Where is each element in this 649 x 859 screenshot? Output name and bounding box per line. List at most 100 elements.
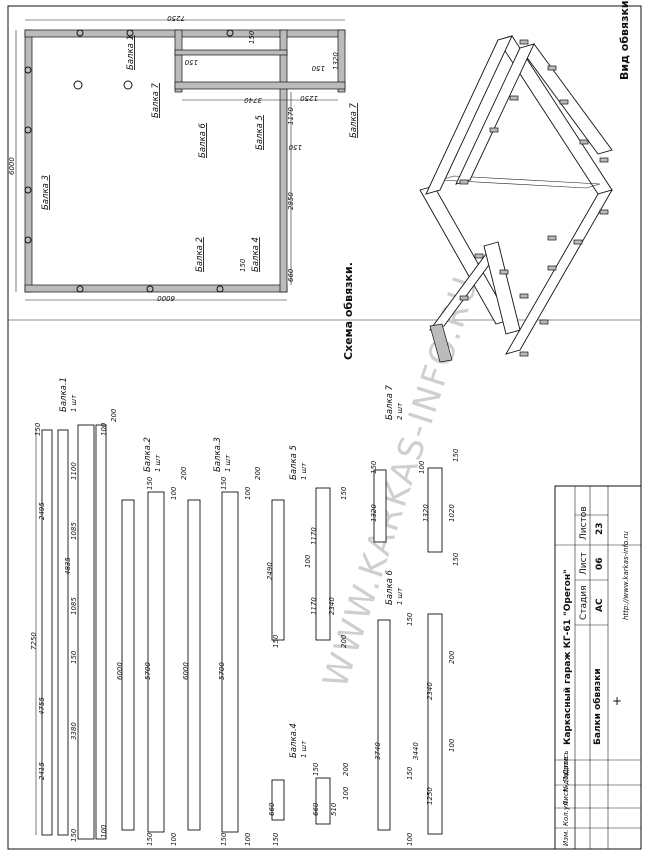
beam-6-dim-3740: 3740 [374, 742, 382, 760]
beam-7-name: Балка 7 [385, 384, 395, 420]
beam-2-dim-5700: 5700 [144, 662, 152, 680]
beam-4-dim-660b: 660 [312, 802, 320, 816]
beam-1-dim-4755: 4755 [38, 697, 46, 715]
plan-beam-7a [337, 29, 346, 93]
beam-1-name: Балка.1 [59, 377, 69, 412]
beam-5-dim-2340: 2340 [328, 597, 336, 615]
plan-dim-660: 660 [287, 268, 295, 282]
beam-5-dim-100: 100 [304, 554, 312, 568]
beam-2-qty: 1 шт [154, 454, 162, 472]
beam-5-dim-1170: 1170 [310, 527, 318, 545]
beam-1-dim-2495: 2495 [38, 502, 46, 520]
plan-dim-1250: 1250 [300, 94, 318, 102]
plan-label-beam-5: Балка 5 [255, 115, 265, 150]
plan-label-beam-4: Балка 4 [251, 237, 261, 272]
beam-3-qty: 1 шт [224, 454, 232, 472]
plan-dim-7250: 7250 [167, 14, 185, 22]
beam-4-dim-150: 150 [312, 762, 320, 776]
beam-2-dim-200: 200 [180, 466, 188, 480]
plan-label-beam-6: Балка 6 [198, 122, 208, 158]
beam-1-dim-1085b: 1085 [70, 597, 78, 615]
beam-2-name: Балка.2 [143, 437, 153, 472]
beam-1-dim-2415: 2415 [38, 762, 46, 780]
beam-3-dim-150: 150 [220, 476, 228, 490]
stamp-col-sheet: Лист [579, 552, 589, 575]
beam-6-dim-200: 200 [448, 650, 456, 664]
beam-2-dim-100b: 100 [170, 832, 178, 846]
plan-dim-1320: 1320 [332, 52, 340, 70]
beam-6-name: Балка 6 [385, 569, 395, 605]
beam-7-detail: Балка 7 2 шт 1320 1320 1020 150 100 150 … [370, 384, 460, 566]
plan-dim-150c: 150 [311, 64, 325, 72]
beam-1-dim-4835: 4835 [64, 557, 72, 575]
beam-5-dim-150: 150 [340, 486, 348, 500]
plan-dim-6000-bottom: 6000 [157, 294, 175, 302]
frame-plan: 7250 6000 6000 150 1320 3740 1250 1170 2… [8, 14, 359, 360]
beam-6-dim-2340: 2340 [426, 682, 434, 700]
beam-1-dim-1100: 1100 [70, 462, 78, 480]
stamp-url: http://www.karkas-info.ru [622, 531, 630, 620]
plan-beam-5 [174, 49, 288, 56]
stamp-sheet: 06 [595, 557, 605, 570]
beam-5-dim-1170b: 1170 [310, 597, 318, 615]
stamp-title: Каркасный гараж КГ-61 "Орегон" [563, 569, 573, 745]
beam-4-dim-660: 660 [268, 802, 276, 816]
stamp-col-stage: Стадия [579, 585, 589, 620]
plan-dim-150b: 150 [184, 58, 198, 66]
beam-5-qty: 1 шт [300, 462, 308, 480]
beam-3-detail: Балка.3 1 шт 6000 5700 150 100 200 150 1… [182, 437, 262, 846]
plan-beam-2 [24, 284, 288, 293]
beam-4-dim-200: 200 [342, 762, 350, 776]
beam-3-dim-100b: 100 [244, 832, 252, 846]
plan-dim-150: 150 [248, 30, 256, 44]
beam-1-dim-150c: 150 [70, 828, 78, 842]
beam-6-dim-100b: 100 [406, 832, 414, 846]
beam-5-detail: Балка 5 1 шт 2490 1170 1170 2340 150 100… [266, 445, 348, 648]
beam-7-dim-1020: 1020 [448, 504, 456, 522]
plan-label-beam-1: Балка 1 [126, 35, 136, 70]
stamp-h-list: Лист [562, 787, 570, 807]
beam-2-dim-100: 100 [170, 486, 178, 500]
beam-5-name: Балка 5 [289, 445, 299, 480]
beam-4-detail: Балка.4 1 шт 660 660 510 150 100 200 150 [268, 723, 350, 846]
beam-7-dim-1320b: 1320 [422, 504, 430, 522]
iso-view: Вид обвязки. [419, 0, 631, 363]
beam-6-dim-100: 100 [448, 738, 456, 752]
beam-4-qty: 1 шт [300, 740, 308, 758]
beam-1-dim-150b: 150 [70, 650, 78, 664]
stamp-h-kol: Кол.уч [562, 802, 570, 826]
beam-4-name: Балка.4 [289, 723, 299, 758]
beam-1-dim-100b: 100 [100, 824, 108, 838]
beam-3-dim-5700: 5700 [218, 662, 226, 680]
beam-6-dim-1250: 1250 [426, 787, 434, 805]
stamp-h-ndok: №док. [562, 769, 570, 793]
beam-7-dim-1320: 1320 [370, 504, 378, 522]
beam-1-dim-100: 100 [100, 422, 108, 436]
beam-5-dim-150b: 150 [272, 634, 280, 648]
beam-7-dim-150: 150 [370, 460, 378, 474]
stamp-doc-title: Балки обвязки [592, 668, 603, 745]
beam-1-dim-200: 200 [110, 408, 118, 422]
plan-title: Схема обвязки. [342, 262, 355, 360]
plan-label-beam-7: Балка 7 [151, 82, 161, 118]
plan-dim-3740: 3740 [244, 96, 262, 104]
stamp-col-sheets: Листов [579, 506, 589, 540]
beam-2-dim-6000: 6000 [116, 662, 124, 680]
plan-beam-4 [279, 29, 288, 293]
beam-2-detail: Балка.2 1 шт 6000 5700 150 100 200 150 1… [116, 437, 188, 846]
beam-4-dim-100: 100 [342, 786, 350, 800]
beam-6-dim-150b: 150 [406, 766, 414, 780]
plan-dim-150d: 150 [288, 143, 302, 151]
beam-3-dim-6000: 6000 [182, 662, 190, 680]
beam-1-dim-1085: 1085 [70, 522, 78, 540]
plan-beam-6 [174, 81, 346, 90]
beam-7-dim-100: 100 [418, 460, 426, 474]
beam-1-dim-150: 150 [34, 422, 42, 436]
beam-4-dim-510: 510 [330, 802, 338, 816]
stamp-h-izm: Изм. [562, 830, 570, 846]
stamp-stage: АС [595, 598, 605, 612]
stamp-h-podp: Подпись [562, 751, 570, 783]
beam-5-dim-200: 200 [340, 634, 348, 648]
beam-3-dim-200: 200 [254, 466, 262, 480]
